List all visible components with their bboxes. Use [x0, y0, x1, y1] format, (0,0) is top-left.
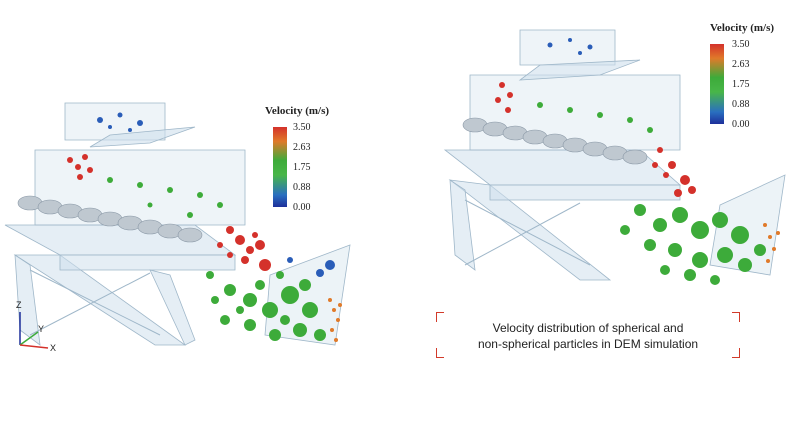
simulation-scene-non-spherical [443, 29, 786, 285]
legend-tick: 3.50 [293, 122, 311, 133]
legend-title: Velocity (m/s) [710, 22, 775, 34]
rollers [462, 117, 648, 165]
particles-high [67, 154, 271, 271]
axis-y-label: Y [38, 324, 45, 334]
legend-tick: 0.00 [293, 202, 311, 213]
frame-truss-lines [464, 199, 591, 266]
figure-caption: Velocity distribution of spherical and n… [436, 312, 740, 358]
chute-particles-orange [763, 223, 780, 263]
velocity-legend-left: Velocity (m/s) 3.50 2.63 1.75 0.88 0.00 [265, 105, 330, 213]
legend-tick: 2.63 [732, 59, 750, 70]
legend-tick: 0.00 [732, 119, 750, 130]
legend-tick: 1.75 [293, 162, 311, 173]
legend-tick: 0.88 [732, 99, 750, 110]
caption-corner [436, 312, 444, 322]
axis-triad-lines [19, 312, 49, 349]
legend-tick: 2.63 [293, 142, 311, 153]
axis-triad: Z Y X [8, 300, 68, 360]
particles-high [495, 82, 696, 197]
particles-mid [537, 102, 766, 285]
frame-truss-lines [29, 269, 161, 336]
legend-color-bar [273, 127, 287, 207]
axis-x-label: X [50, 343, 57, 353]
velocity-legend-right: Velocity (m/s) 3.50 2.63 1.75 0.88 0.00 [710, 22, 775, 130]
legend-tick: 3.50 [732, 39, 750, 50]
caption-line-2: non-spherical particles in DEM simulatio… [477, 337, 699, 351]
axis-z-label: Z [16, 300, 22, 310]
legend-title: Velocity (m/s) [265, 105, 330, 117]
caption-line-1: Velocity distribution of spherical and [492, 321, 684, 335]
particles-low [547, 38, 593, 55]
caption-text: Velocity distribution of spherical and n… [444, 320, 732, 352]
particles-mid [107, 177, 326, 341]
chute-particles-orange [328, 298, 342, 342]
legend-tick: 1.75 [732, 79, 750, 90]
caption-corner [436, 348, 444, 358]
legend-tick: 0.88 [293, 182, 311, 193]
caption-corner [732, 348, 740, 358]
rollers [17, 195, 203, 243]
simulation-scene-spherical [4, 102, 351, 346]
particles-low [97, 112, 335, 277]
caption-corner [732, 312, 740, 322]
legend-color-bar [710, 44, 724, 124]
